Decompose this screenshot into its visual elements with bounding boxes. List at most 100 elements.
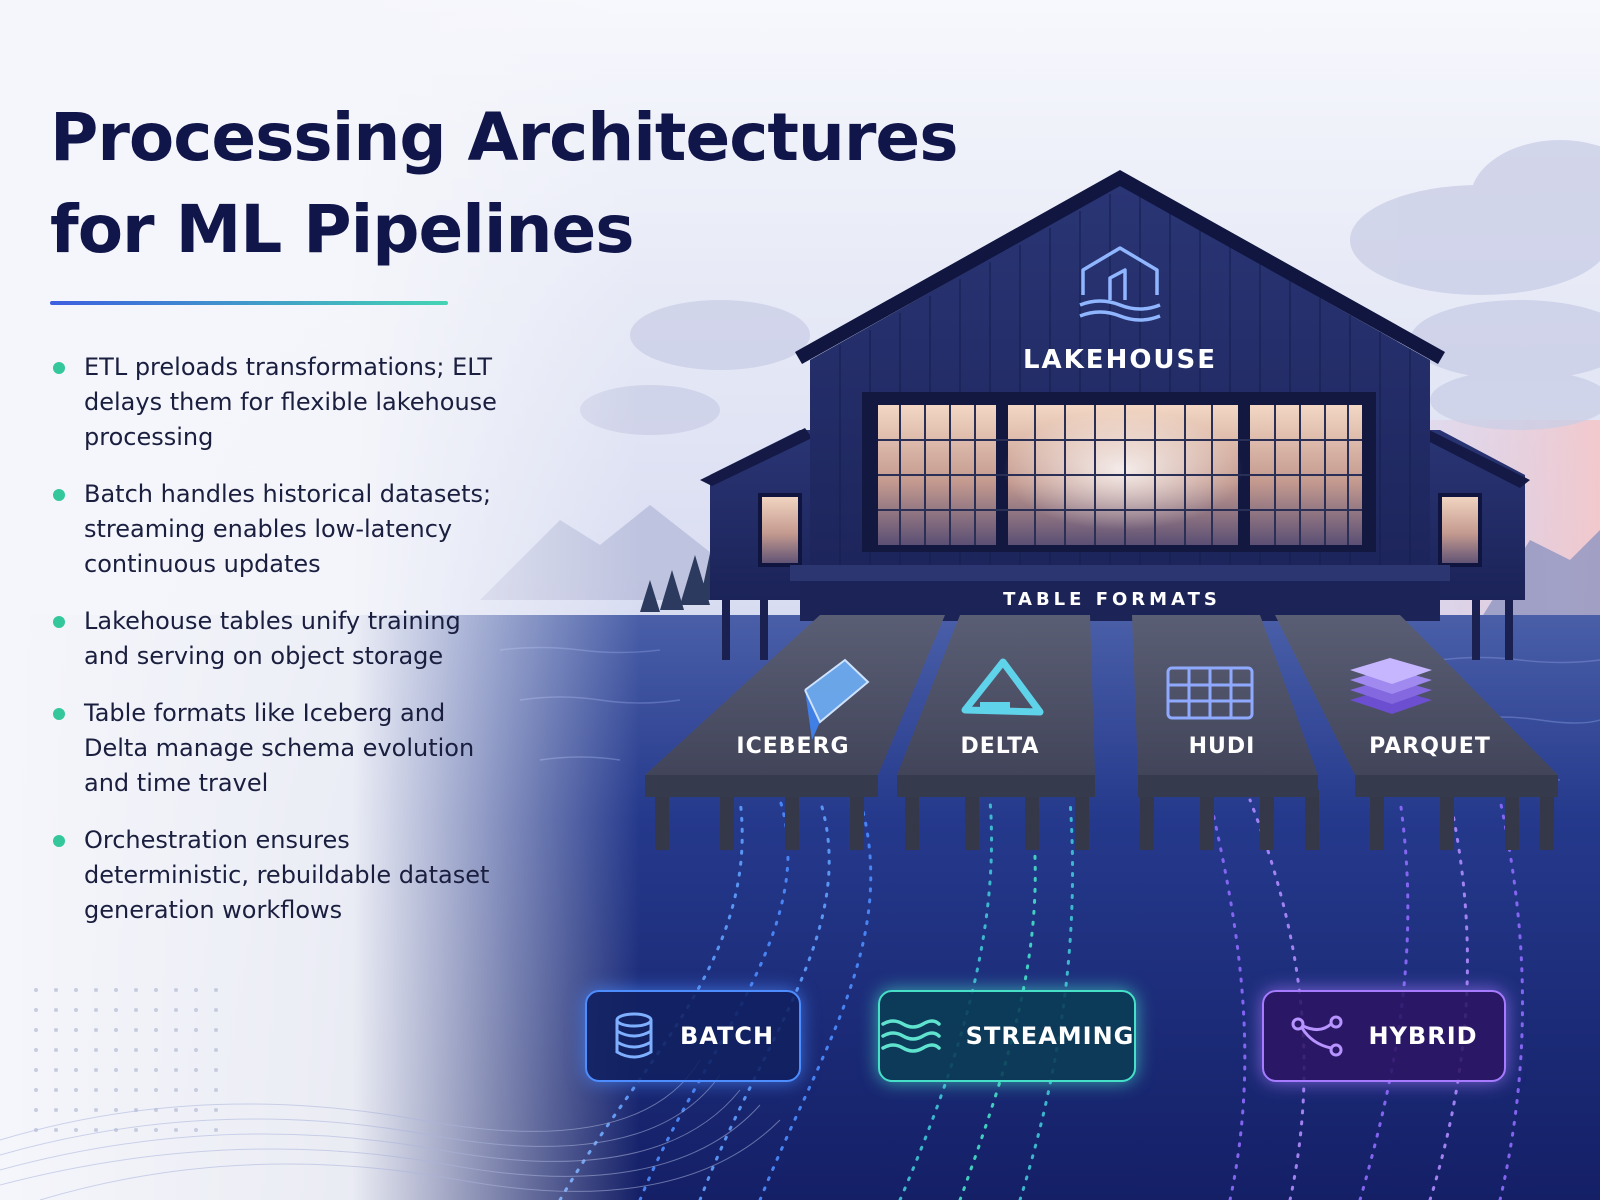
decorative-dot bbox=[54, 1128, 58, 1132]
decorative-dot bbox=[114, 1048, 118, 1052]
decorative-dot bbox=[74, 1108, 78, 1112]
dock-label-iceberg: ICEBERG bbox=[736, 734, 849, 759]
decorative-dot bbox=[34, 988, 38, 992]
decorative-dot bbox=[94, 1008, 98, 1012]
title-line-2: for ML Pipelines bbox=[50, 191, 635, 268]
dock-iceberg bbox=[645, 615, 945, 850]
decorative-dot bbox=[154, 988, 158, 992]
parquet-layers-icon bbox=[1350, 658, 1432, 714]
bullet-text: Table formats like Iceberg and Delta man… bbox=[84, 699, 475, 797]
decorative-dot bbox=[54, 1088, 58, 1092]
decorative-dot bbox=[34, 1048, 38, 1052]
decorative-dot bbox=[34, 1028, 38, 1032]
decorative-dot bbox=[54, 1108, 58, 1112]
hybrid-label: HYBRID bbox=[1368, 1022, 1478, 1050]
batch-mode-badge: BATCH bbox=[585, 990, 801, 1082]
iceberg-icon bbox=[804, 658, 870, 740]
decorative-dot bbox=[54, 1068, 58, 1072]
decorative-dot bbox=[74, 1128, 78, 1132]
dock-delta bbox=[897, 615, 1095, 850]
hudi-grid-icon bbox=[1166, 666, 1254, 720]
bullet-item: Lakehouse tables unify training and serv… bbox=[50, 604, 510, 674]
decorative-dot bbox=[54, 1048, 58, 1052]
decorative-wave-lines bbox=[0, 1059, 781, 1200]
bullet-dot-icon bbox=[53, 616, 65, 628]
decorative-dot bbox=[74, 988, 78, 992]
hybrid-mode-badge: HYBRID bbox=[1262, 990, 1506, 1082]
decorative-dot bbox=[94, 1088, 98, 1092]
decorative-dot bbox=[154, 1028, 158, 1032]
decorative-dot bbox=[214, 1028, 218, 1032]
data-stream-line bbox=[1248, 798, 1306, 1200]
database-icon bbox=[615, 1012, 653, 1059]
title-accent-divider bbox=[50, 301, 448, 305]
bullet-dot-icon bbox=[53, 835, 65, 847]
bullet-item: Table formats like Iceberg and Delta man… bbox=[50, 696, 510, 801]
data-stream-line bbox=[698, 798, 831, 1200]
decorative-dot bbox=[174, 1088, 178, 1092]
decorative-dot bbox=[194, 1108, 198, 1112]
decorative-dot bbox=[174, 1068, 178, 1072]
decorative-dot bbox=[54, 988, 58, 992]
decorative-dot bbox=[174, 1108, 178, 1112]
lakehouse-windows bbox=[878, 405, 1362, 545]
decorative-dot bbox=[114, 988, 118, 992]
branch-icon bbox=[1291, 1015, 1343, 1057]
decorative-dot-grid bbox=[34, 988, 218, 1132]
decorative-dot bbox=[74, 1088, 78, 1092]
decorative-dot bbox=[194, 1068, 198, 1072]
bullet-item: ETL preloads transformations; ELT delays… bbox=[50, 350, 510, 455]
decorative-dot bbox=[154, 1128, 158, 1132]
decorative-dot bbox=[94, 988, 98, 992]
decorative-dot bbox=[134, 1128, 138, 1132]
bullet-item: Orchestration ensures deterministic, reb… bbox=[50, 823, 510, 928]
decorative-dot bbox=[214, 988, 218, 992]
decorative-dot bbox=[154, 1048, 158, 1052]
decorative-dot bbox=[114, 1108, 118, 1112]
title-line-1: Processing Architectures bbox=[50, 99, 958, 176]
decorative-dot bbox=[114, 1008, 118, 1012]
decorative-dot bbox=[94, 1068, 98, 1072]
dock-hudi bbox=[1132, 615, 1319, 850]
bullet-item: Batch handles historical datasets; strea… bbox=[50, 477, 510, 582]
lakehouse-sign: LAKEHOUSE bbox=[1023, 345, 1217, 375]
decorative-dot bbox=[34, 1068, 38, 1072]
streaming-mode-badge: STREAMING bbox=[878, 990, 1136, 1082]
decorative-dot bbox=[94, 1108, 98, 1112]
data-stream-line bbox=[1358, 798, 1410, 1200]
bullet-text: ETL preloads transformations; ELT delays… bbox=[84, 353, 497, 451]
data-stream-line bbox=[758, 798, 873, 1200]
decorative-dot bbox=[74, 1068, 78, 1072]
decorative-dot bbox=[154, 1088, 158, 1092]
lakehouse-building: LAKEHOUSE TABLE FORMATS bbox=[790, 170, 1450, 621]
decorative-dot bbox=[134, 1068, 138, 1072]
decorative-dot bbox=[94, 1028, 98, 1032]
decorative-dot bbox=[214, 1088, 218, 1092]
bullet-dot-icon bbox=[53, 489, 65, 501]
decorative-dot bbox=[134, 988, 138, 992]
decorative-dot bbox=[194, 1048, 198, 1052]
bullet-text: Lakehouse tables unify training and serv… bbox=[84, 607, 461, 670]
lakehouse-left-wing bbox=[700, 428, 820, 660]
decorative-dot bbox=[114, 1028, 118, 1032]
page-title: Processing Architectures for ML Pipeline… bbox=[50, 92, 970, 276]
decorative-dot bbox=[194, 1088, 198, 1092]
decorative-dot bbox=[134, 1088, 138, 1092]
decorative-dot bbox=[214, 1008, 218, 1012]
decorative-dot bbox=[214, 1128, 218, 1132]
streaming-label: STREAMING bbox=[965, 1022, 1135, 1050]
decorative-dot bbox=[174, 1128, 178, 1132]
decorative-dot bbox=[54, 1028, 58, 1032]
decorative-dot bbox=[194, 1008, 198, 1012]
decorative-dot bbox=[94, 1048, 98, 1052]
bullet-list: ETL preloads transformations; ELT delays… bbox=[50, 350, 510, 950]
table-formats-label: TABLE FORMATS bbox=[1003, 589, 1221, 610]
decorative-dot bbox=[194, 1128, 198, 1132]
decorative-dot bbox=[174, 1008, 178, 1012]
dock-label-parquet: PARQUET bbox=[1369, 734, 1491, 759]
decorative-dot bbox=[34, 1008, 38, 1012]
lakehouse-right-wing bbox=[1420, 428, 1530, 660]
decorative-dot bbox=[34, 1088, 38, 1092]
decorative-dot bbox=[174, 988, 178, 992]
